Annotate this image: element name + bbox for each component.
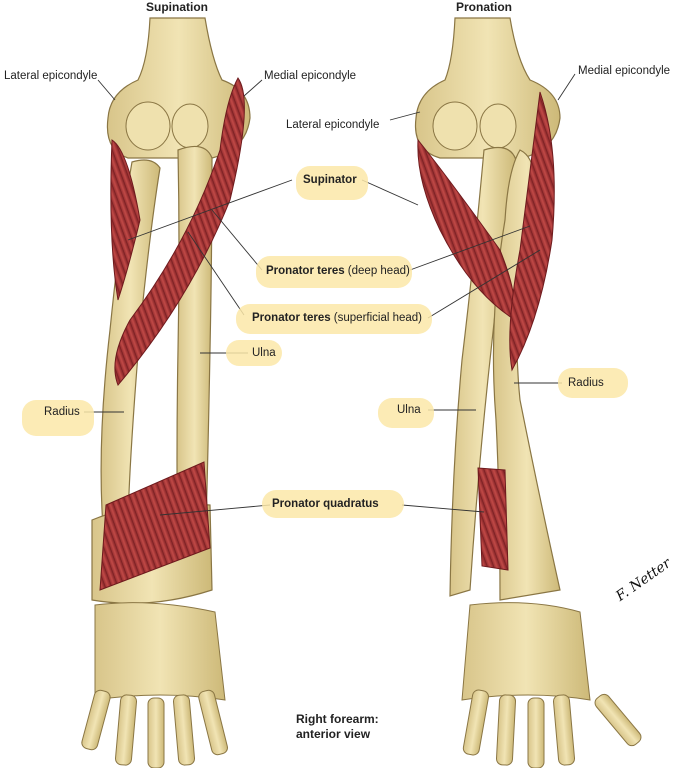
highlight-ulna-right — [378, 398, 434, 428]
label-medial-epicondyle-right: Medial epicondyle — [578, 65, 671, 77]
label-pronator-teres-deep-qualifier: (deep head) — [344, 265, 410, 277]
caption-line-2: anterior view — [296, 727, 371, 741]
label-ulna-right: Ulna — [397, 404, 421, 416]
supination-figure — [81, 17, 251, 768]
label-radius-left: Radius — [44, 406, 80, 418]
figure-caption: Right forearm: anterior view — [296, 712, 379, 742]
pronator-quadratus-right — [477, 467, 509, 571]
label-pronator-teres-superficial-name: Pronator teres — [252, 312, 331, 324]
highlight-pronator-superficial — [236, 304, 432, 334]
pronator-teres-left — [114, 77, 245, 386]
highlight-pronator-quadratus — [262, 490, 404, 518]
label-lateral-epicondyle-right: Lateral epicondyle — [286, 119, 380, 131]
pronation-figure — [414, 17, 642, 768]
leader-lines — [84, 73, 576, 516]
label-pronator-teres-superficial: Pronator teres (superficial head) — [252, 311, 422, 325]
caption-line-1: Right forearm: — [296, 712, 379, 726]
highlight-radius-left — [22, 400, 94, 436]
pronator-quadratus-left — [99, 461, 211, 591]
label-pronator-quadratus: Pronator quadratus — [272, 498, 379, 510]
highlight-pronator-deep — [256, 256, 412, 288]
highlight-supinator — [296, 166, 368, 200]
highlight-radius-right — [558, 368, 628, 398]
hand-left — [81, 602, 228, 768]
title-pronation: Pronation — [456, 0, 512, 14]
label-pronator-teres-superficial-qualifier: (superficial head) — [330, 312, 423, 324]
title-supination: Supination — [146, 0, 208, 14]
label-pronator-teres-deep-name: Pronator teres — [266, 265, 345, 277]
supinator-muscle-left — [110, 139, 141, 301]
pronator-teres-right — [509, 91, 555, 372]
highlight-ulna-left — [226, 340, 282, 366]
label-ulna-left: Ulna — [252, 347, 276, 359]
label-pronator-teres-deep: Pronator teres (deep head) — [266, 264, 410, 278]
hand-right — [461, 602, 642, 768]
label-supinator: Supinator — [303, 174, 357, 186]
label-medial-epicondyle-left: Medial epicondyle — [264, 70, 357, 82]
label-radius-right: Radius — [568, 377, 604, 389]
label-lateral-epicondyle-left: Lateral epicondyle — [4, 70, 98, 82]
